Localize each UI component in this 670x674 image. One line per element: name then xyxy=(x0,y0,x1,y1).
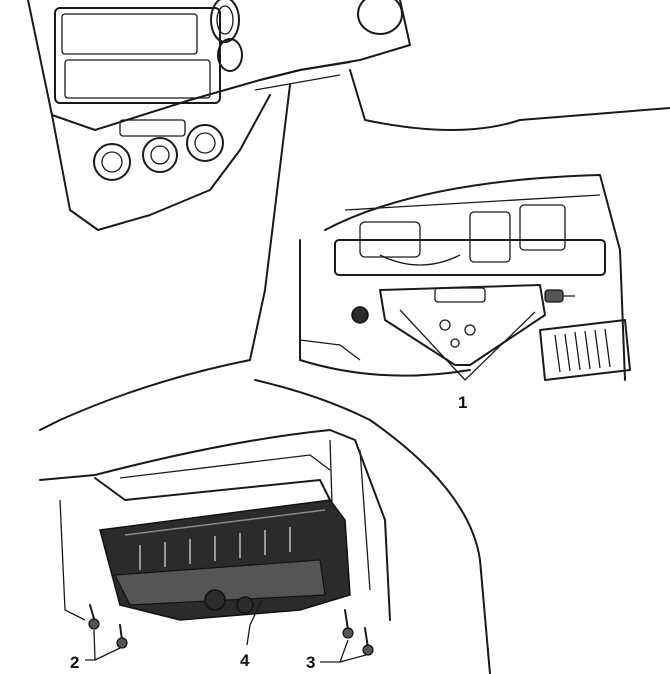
underdash-detail xyxy=(299,174,631,381)
screw xyxy=(342,609,374,656)
screw xyxy=(351,306,369,324)
leader-line-4 xyxy=(246,599,263,646)
air-duct xyxy=(539,319,631,381)
glovebox-detail xyxy=(39,429,391,656)
air-vent xyxy=(210,0,403,72)
callout-2: 2 xyxy=(70,653,79,672)
mounting-bracket xyxy=(379,284,546,366)
callout-3: 3 xyxy=(306,653,315,672)
dashboard-overview xyxy=(27,0,411,231)
zoom-lines xyxy=(39,69,670,674)
radio-unit xyxy=(54,7,221,104)
screw xyxy=(88,604,128,649)
callout-1: 1 xyxy=(458,393,467,412)
glove-box xyxy=(99,499,351,621)
leader-line-3 xyxy=(320,639,367,663)
callout-4: 4 xyxy=(240,651,250,670)
leader-line-1 xyxy=(399,309,536,381)
screw xyxy=(544,289,575,303)
climate-controls xyxy=(93,119,224,181)
leader-line-2 xyxy=(85,629,121,661)
